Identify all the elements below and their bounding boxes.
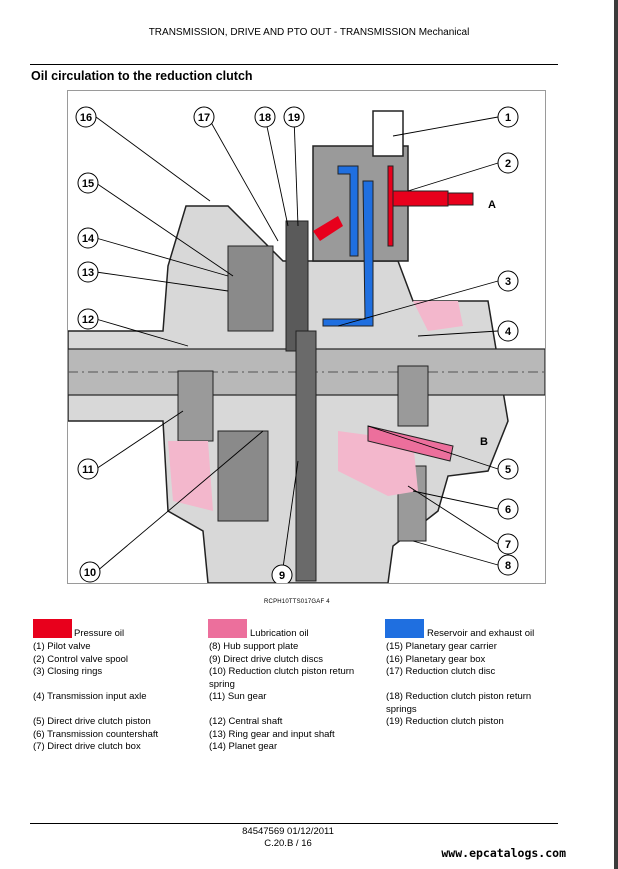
document-reference: 84547569 01/12/2011 [242, 826, 334, 837]
part-item: (18) Reduction clutch piston return spri… [386, 691, 532, 715]
svg-text:13: 13 [82, 267, 94, 279]
pressure-inlet-a [447, 192, 474, 206]
svg-text:3: 3 [505, 276, 511, 288]
part-item: (6) Transmission countershaft [33, 728, 159, 740]
pressure-oil-channel [387, 165, 449, 247]
direct-drive-clutch-discs [295, 330, 317, 582]
svg-text:10: 10 [84, 567, 96, 579]
part-item: (17) Reduction clutch disc [386, 666, 496, 677]
callout-10: 10 [79, 561, 101, 583]
callout-2: 2 [497, 152, 519, 174]
part-item: (8) Hub support plate [209, 641, 299, 652]
lubrication-oil-swatch [208, 619, 247, 638]
callout-6: 6 [497, 498, 519, 520]
bearing-right [397, 365, 429, 427]
lubrication-oil-zone-upper [413, 301, 463, 331]
svg-text:6: 6 [505, 504, 511, 516]
callout-leader-lines [95, 116, 499, 576]
svg-text:17: 17 [198, 112, 210, 124]
callout-4: 4 [497, 320, 519, 342]
svg-text:8: 8 [505, 560, 511, 572]
part-item: (9) Direct drive clutch discs [209, 653, 324, 665]
page-header-title: TRANSMISSION, DRIVE AND PTO OUT - TRANSM… [148, 27, 470, 38]
exhaust-channel-2 [322, 180, 374, 327]
svg-text:15: 15 [82, 178, 94, 190]
svg-text:4: 4 [505, 326, 512, 338]
callout-17: 17 [193, 106, 215, 128]
callout-16: 16 [75, 106, 97, 128]
part-item [33, 704, 203, 717]
planet-gear-lower [217, 430, 269, 522]
callout-18: 18 [254, 106, 276, 128]
callout-9: 9 [271, 564, 293, 583]
callout-12: 12 [77, 308, 99, 330]
svg-text:18: 18 [259, 112, 271, 124]
svg-text:1: 1 [505, 112, 511, 124]
part-item: (11) Sun gear [209, 691, 267, 702]
page-number: C.20.B / 16 [264, 838, 312, 849]
transmission-cross-section-figure: 16 17 18 19 15 14 13 12 11 10 9 1 2 3 4 … [67, 90, 546, 584]
callout-15: 15 [77, 172, 99, 194]
pressure-oil-swatch [33, 619, 72, 638]
part-item: (16) Planetary gear box [386, 653, 486, 665]
part-item: (10) Reduction clutch piston return spri… [209, 666, 355, 690]
reservoir-oil-swatch [385, 619, 424, 638]
planet-gear-upper [227, 245, 274, 332]
callout-7: 7 [497, 533, 519, 555]
figure-code: RCPH10TTS017GAF 4 [264, 599, 330, 605]
svg-text:2: 2 [505, 158, 511, 170]
parts-list-column-3: (15) Planetary gear carrier (16) Planeta… [386, 641, 561, 729]
part-item [209, 704, 379, 717]
lubrication-oil-label: Lubrication oil [250, 628, 309, 639]
svg-text:11: 11 [82, 464, 94, 476]
callout-5: 5 [497, 458, 519, 480]
page-edge-shadow [614, 0, 618, 869]
svg-text:9: 9 [279, 570, 285, 582]
parts-list-column-1: (1) Pilot valve (2) Control valve spool … [33, 641, 203, 754]
callout-14: 14 [77, 227, 99, 249]
svg-text:19: 19 [288, 112, 300, 124]
footer-divider [30, 823, 558, 824]
inlet-label-b: B [480, 436, 488, 448]
callout-19: 19 [283, 106, 305, 128]
part-item: (4) Transmission input axle [33, 691, 147, 702]
part-item [33, 679, 203, 692]
bearing-left [177, 370, 214, 442]
pressure-oil-label: Pressure oil [74, 628, 125, 639]
pilot-valve-body [372, 110, 404, 157]
inlet-label-a: A [488, 199, 496, 211]
callout-8: 8 [497, 554, 519, 576]
watermark-text: www.epcatalogs.com [441, 846, 566, 860]
callouts: 16 17 18 19 15 14 13 12 11 10 9 1 2 3 4 … [75, 106, 519, 583]
callout-1: 1 [497, 106, 519, 128]
lubrication-oil-zone-left [168, 441, 213, 511]
exhaust-channel-1 [337, 165, 359, 257]
lubrication-inlet-b [367, 425, 454, 462]
cross-section-drawing: 16 17 18 19 15 14 13 12 11 10 9 1 2 3 4 … [68, 106, 545, 583]
svg-text:5: 5 [505, 464, 511, 476]
part-item: (1) Pilot valve [33, 641, 91, 652]
callout-13: 13 [77, 261, 99, 283]
part-item: (14) Planet gear [209, 741, 278, 752]
part-item: (15) Planetary gear carrier [386, 641, 497, 652]
svg-text:14: 14 [82, 233, 95, 245]
part-item: (2) Control valve spool [33, 653, 129, 665]
svg-text:16: 16 [80, 112, 92, 124]
svg-text:7: 7 [505, 539, 511, 551]
section-title: Oil circulation to the reduction clutch [31, 69, 253, 83]
callout-11: 11 [77, 458, 99, 480]
part-item: (19) Reduction clutch piston [386, 716, 504, 727]
callout-3: 3 [497, 270, 519, 292]
part-item: (3) Closing rings [33, 666, 103, 677]
part-item: (7) Direct drive clutch box [33, 741, 141, 752]
part-item [386, 679, 561, 692]
part-item: (12) Central shaft [209, 716, 283, 727]
parts-list-column-2: (8) Hub support plate (9) Direct drive c… [209, 641, 379, 754]
part-item: (13) Ring gear and input shaft [209, 728, 335, 740]
svg-text:12: 12 [82, 314, 94, 326]
reservoir-oil-label: Reservoir and exhaust oil [427, 628, 535, 639]
pressure-oil-feed [313, 216, 343, 241]
part-item: (5) Direct drive clutch piston [33, 716, 151, 727]
header-divider [30, 64, 558, 65]
